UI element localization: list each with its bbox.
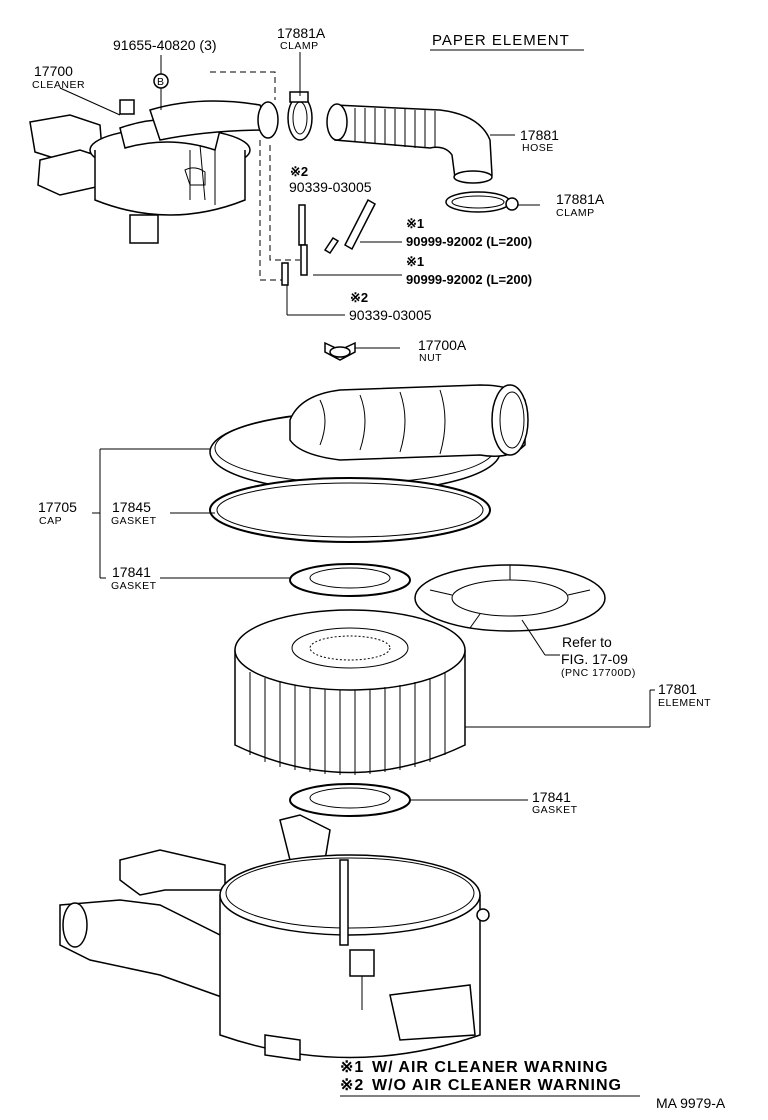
label-gasket-17841-top-number: 17841 <box>112 564 151 580</box>
label-hose-number: 17881 <box>520 127 559 143</box>
case-illustration <box>59 814 490 1061</box>
clamp-top-illustration <box>287 91 313 141</box>
hose-illustration <box>326 103 493 184</box>
note-1-text: W/ AIR CLEANER WARNING <box>372 1059 609 1076</box>
gasket-17841-top-illustration <box>289 563 411 597</box>
clamp-bottom-illustration <box>445 191 519 213</box>
label-cleaner-number: 17700 <box>34 63 73 79</box>
label-refer-figure: FIG. 17-09 <box>561 651 628 667</box>
note-2-text: W/O AIR CLEANER WARNING <box>372 1077 622 1094</box>
element-illustration <box>234 609 466 775</box>
small-hoses-illustration <box>281 198 376 286</box>
bolt-callout-letter: B <box>157 76 165 88</box>
label-refer-to: Refer to <box>562 634 612 650</box>
label-cap-number: 17705 <box>38 499 77 515</box>
gasket-17841-bottom-illustration <box>289 783 411 817</box>
label-mark2-b: ※2 <box>350 290 368 305</box>
label-hose-90339-b: 90339-03005 <box>349 307 432 323</box>
note-2-mark: ※2 <box>340 1077 364 1094</box>
label-clamp-bottom-number: 17881A <box>556 191 605 207</box>
label-gasket-17845-number: 17845 <box>112 499 151 515</box>
label-clamp-top-name: CLAMP <box>280 40 319 52</box>
footer-code: MA 9979-A <box>656 1095 726 1111</box>
element-seal-plate-illustration <box>414 564 606 632</box>
label-element-number: 17801 <box>658 681 697 697</box>
label-hose-90999-b: 90999-92002 (L=200) <box>406 272 532 287</box>
label-clamp-bottom-name: CLAMP <box>556 207 595 219</box>
nut-illustration <box>324 341 356 361</box>
leader-lines <box>59 52 655 801</box>
label-gasket-17841-bottom-number: 17841 <box>532 789 571 805</box>
label-mark1-a: ※1 <box>406 216 424 231</box>
label-cleaner-name: CLEANER <box>32 79 85 91</box>
label-gasket-17841-bottom-name: GASKET <box>532 804 578 816</box>
gasket-17845-illustration <box>209 477 491 543</box>
cleaner-assembly-illustration: B <box>29 71 300 281</box>
label-hose-90339-a: 90339-03005 <box>289 179 372 195</box>
label-nut-name: NUT <box>419 352 442 364</box>
cap-illustration <box>209 384 529 493</box>
label-mark2-a: ※2 <box>290 164 308 179</box>
label-refer-pnc: (PNC 17700D) <box>561 667 636 679</box>
label-hose-name: HOSE <box>522 142 554 154</box>
label-clamp-top-number: 17881A <box>277 25 326 41</box>
label-nut-number: 17700A <box>418 337 467 353</box>
label-hose-90999-a: 90999-92002 (L=200) <box>406 234 532 249</box>
label-mark1-b: ※1 <box>406 254 424 269</box>
label-bolt-91655: 91655-40820 (3) <box>113 37 217 53</box>
diagram-title: PAPER ELEMENT <box>432 32 570 49</box>
label-gasket-17841-top-name: GASKET <box>111 580 157 592</box>
note-1-mark: ※1 <box>340 1059 364 1076</box>
label-cap-name: CAP <box>39 515 62 527</box>
label-element-name: ELEMENT <box>658 697 711 709</box>
label-gasket-17845-name: GASKET <box>111 515 157 527</box>
